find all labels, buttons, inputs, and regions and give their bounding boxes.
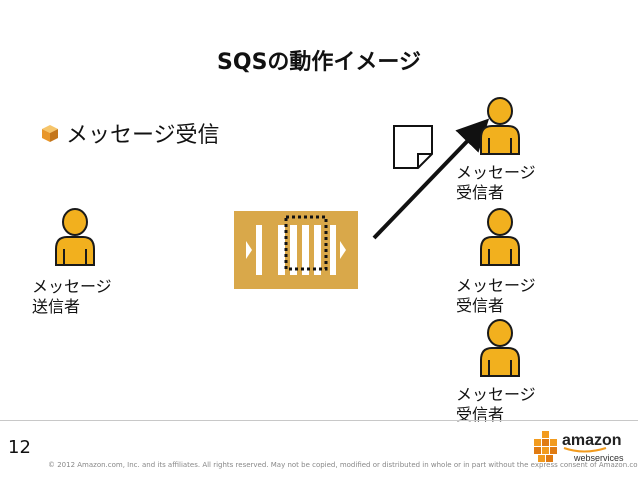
slide-title: SQSの動作イメージ: [217, 50, 421, 75]
receiver-label: メッセージ 受信者: [456, 163, 536, 203]
sender-label-line2: 送信者: [32, 297, 81, 316]
receiver-label-line2: 受信者: [456, 183, 505, 202]
copyright-notice: © 2012 Amazon.com, Inc. and its affiliat…: [48, 461, 638, 469]
aws-cube-icon: [42, 125, 58, 142]
receiver-person-icon: [480, 319, 520, 377]
sqs-queue-icon: [234, 211, 358, 289]
receiver-label: メッセージ 受信者: [456, 385, 536, 425]
receiver-label-line2: 受信者: [456, 405, 505, 424]
aws-logo-sub: webservices: [573, 453, 624, 463]
bullet-text: メッセージ受信: [66, 123, 220, 148]
receiver-person-icon: [480, 97, 520, 155]
sender-person-icon: [55, 208, 95, 266]
receiver-label-line1: メッセージ: [456, 385, 536, 404]
bullet-item: メッセージ受信: [40, 117, 220, 149]
receiver-label-line1: メッセージ: [456, 276, 536, 295]
sender-label-line1: メッセージ: [32, 277, 112, 296]
footer-divider: [0, 420, 638, 421]
page-number: 12: [8, 437, 31, 458]
message-document-icon: [393, 125, 433, 169]
receiver-label-line2: 受信者: [456, 296, 505, 315]
receiver-label-line1: メッセージ: [456, 163, 536, 182]
receiver-person-icon: [480, 208, 520, 266]
aws-logo-word: amazon: [562, 432, 622, 449]
sender-label: メッセージ 送信者: [32, 277, 112, 317]
receiver-label: メッセージ 受信者: [456, 276, 536, 316]
receive-arrow: [372, 118, 490, 240]
aws-cubes-icon: [534, 431, 557, 462]
aws-logo: amazon webservices: [534, 431, 624, 463]
